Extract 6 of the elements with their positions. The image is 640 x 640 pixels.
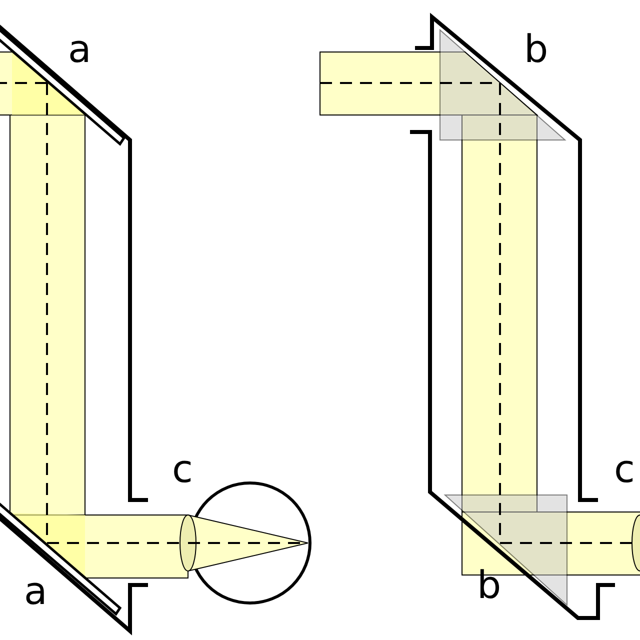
part-letter: b (477, 566, 502, 604)
part-letter: a (68, 30, 92, 68)
part-letter: a (24, 572, 48, 610)
part-letter: b (524, 30, 548, 68)
part-letter: c (614, 450, 635, 488)
part-letter: c (172, 450, 193, 488)
